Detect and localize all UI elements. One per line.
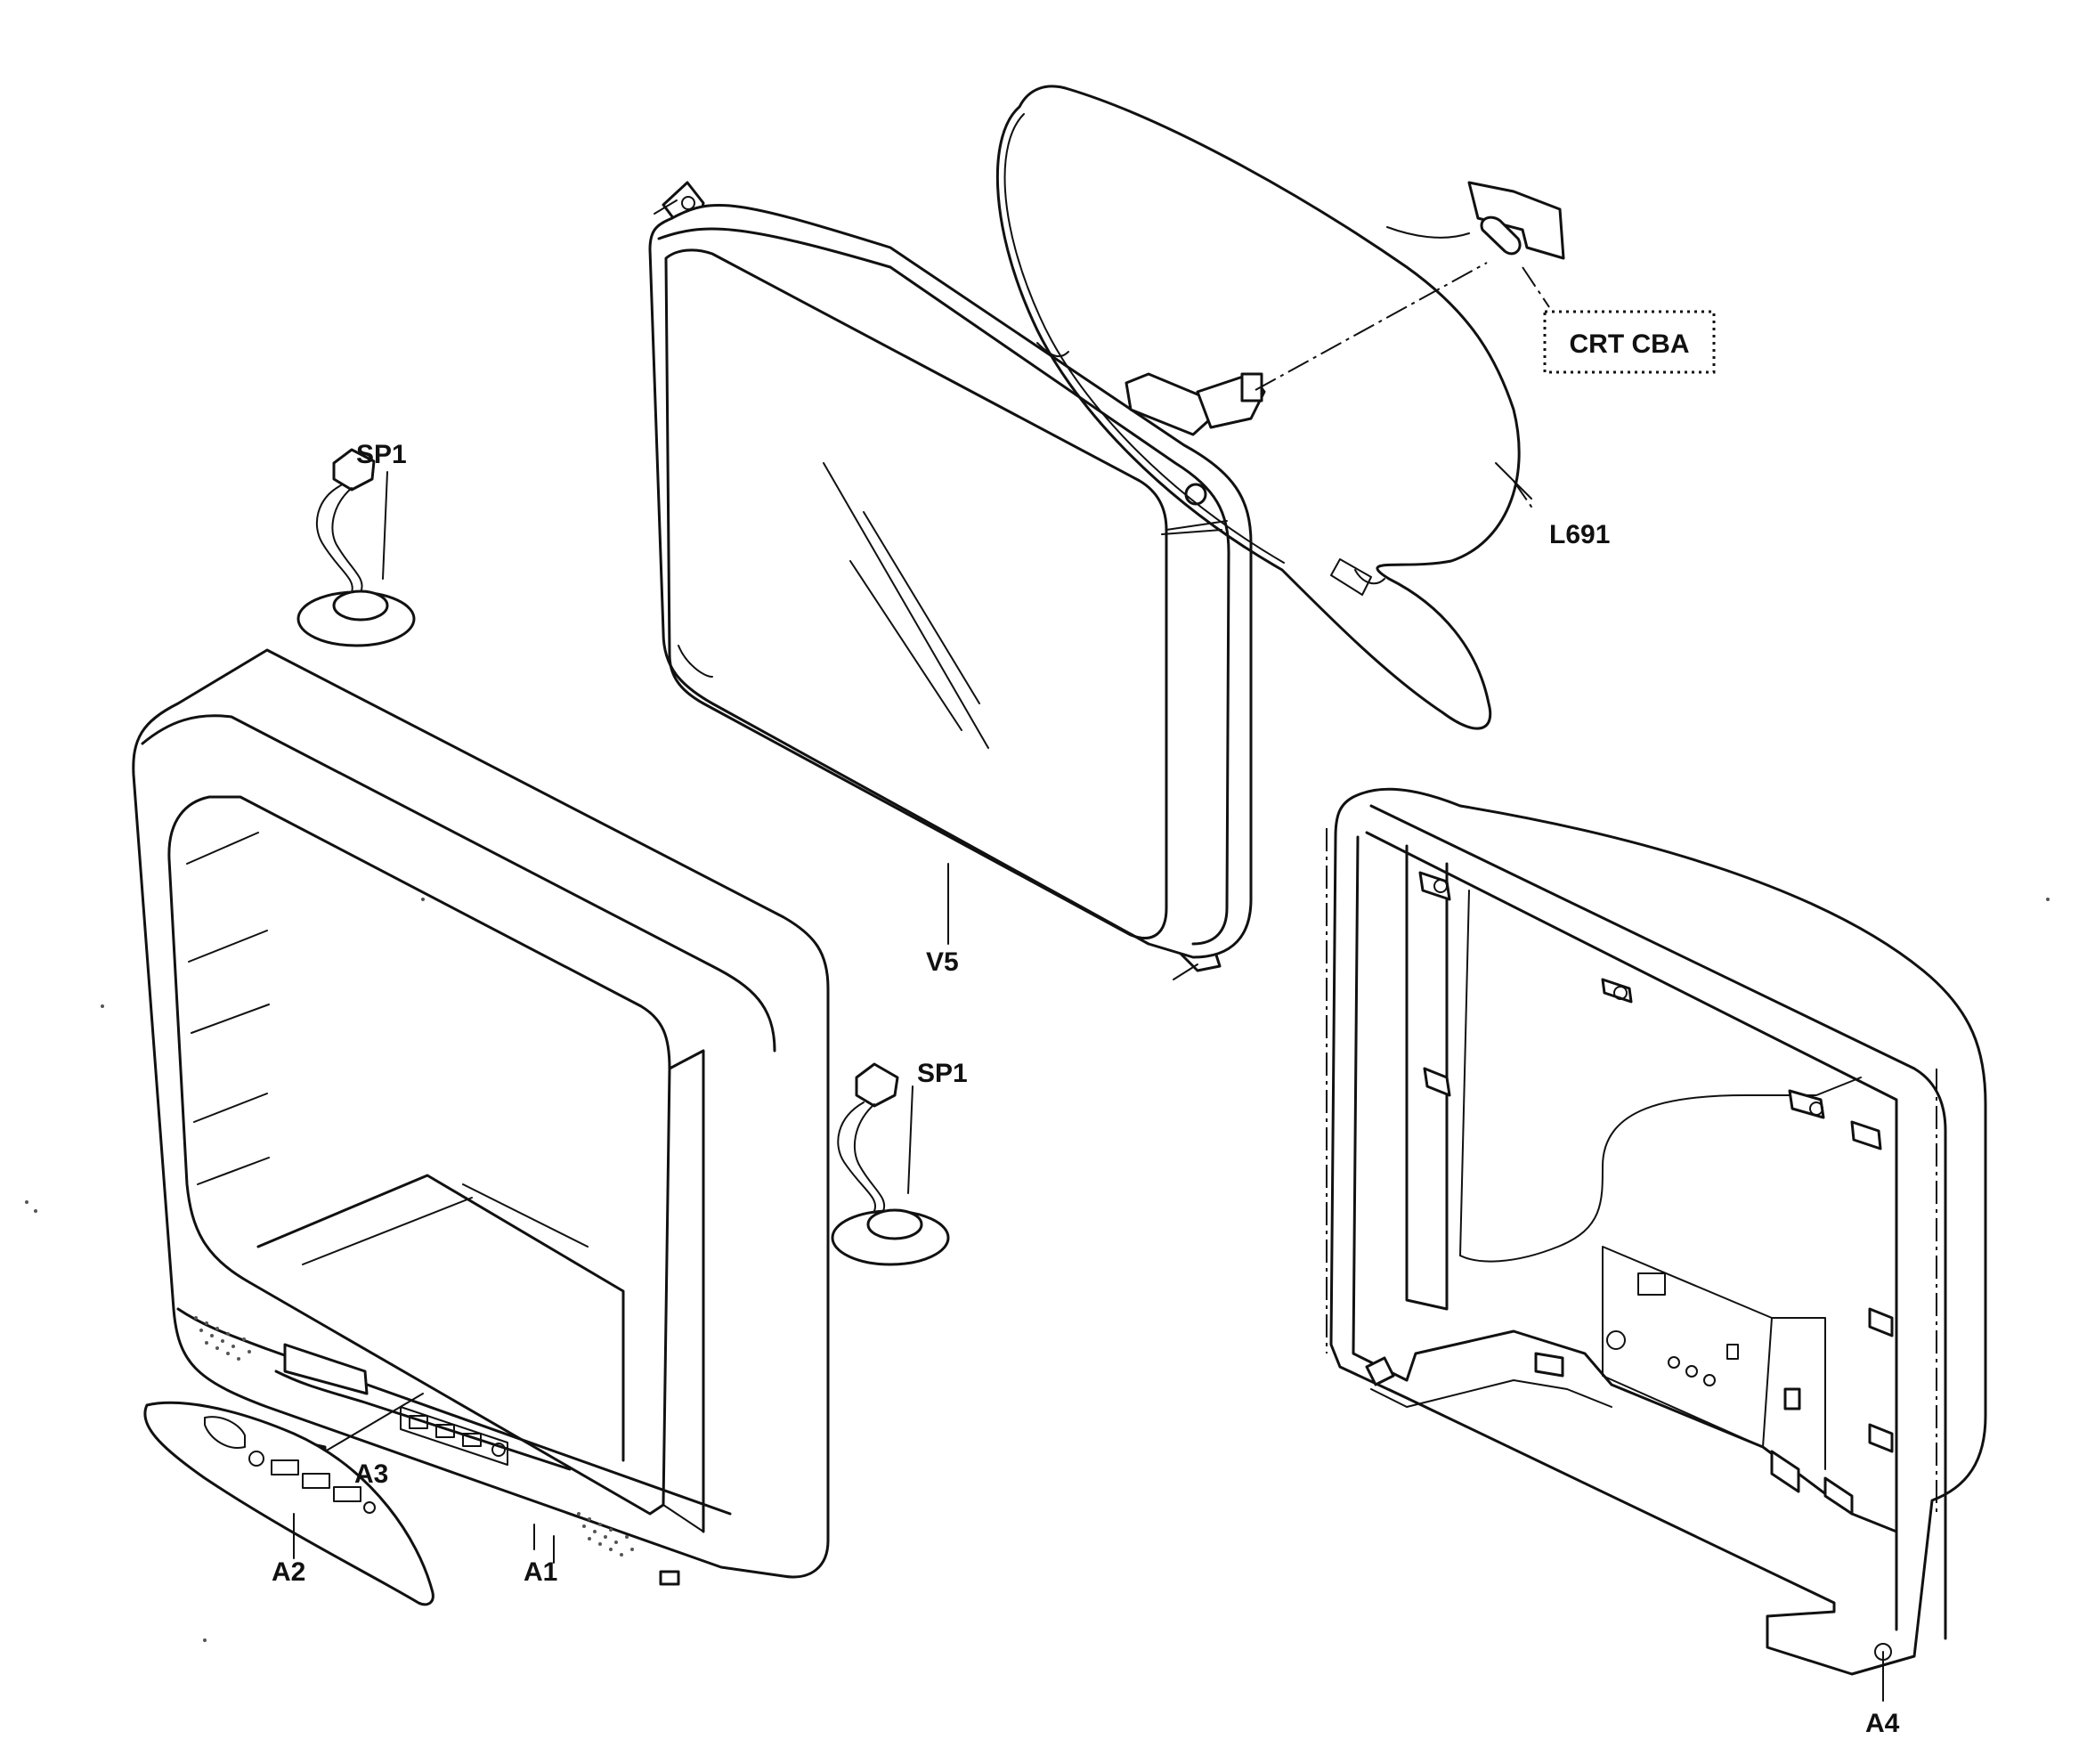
label-sp1-right: SP1 — [917, 1059, 968, 1088]
speaker-grille-left — [194, 1316, 251, 1361]
label-crt-cba: CRT CBA — [1570, 329, 1690, 359]
label-sp1-top: SP1 — [356, 440, 407, 469]
front-cabinet-a1 — [132, 648, 830, 1586]
label-v5: V5 — [926, 947, 959, 977]
label-a3: A3 — [354, 1459, 388, 1489]
leader-lines — [533, 462, 1884, 1702]
degauss-coil-l691 — [995, 85, 1534, 730]
label-a2: A2 — [272, 1557, 305, 1587]
speaker-grille-right — [577, 1512, 634, 1557]
rear-cabinet-a4 — [1326, 787, 1987, 1676]
picture-tube-v5 — [648, 181, 1488, 980]
speaker-sp1-right — [831, 1062, 950, 1266]
label-a4: A4 — [1865, 1709, 1900, 1738]
speaker-sp1-top — [296, 448, 416, 647]
label-l691: L691 — [1549, 520, 1610, 549]
control-panel-a2 — [143, 1401, 434, 1606]
crt-cba-board: CRT CBA — [1386, 181, 1716, 374]
label-a1: A1 — [524, 1557, 557, 1587]
